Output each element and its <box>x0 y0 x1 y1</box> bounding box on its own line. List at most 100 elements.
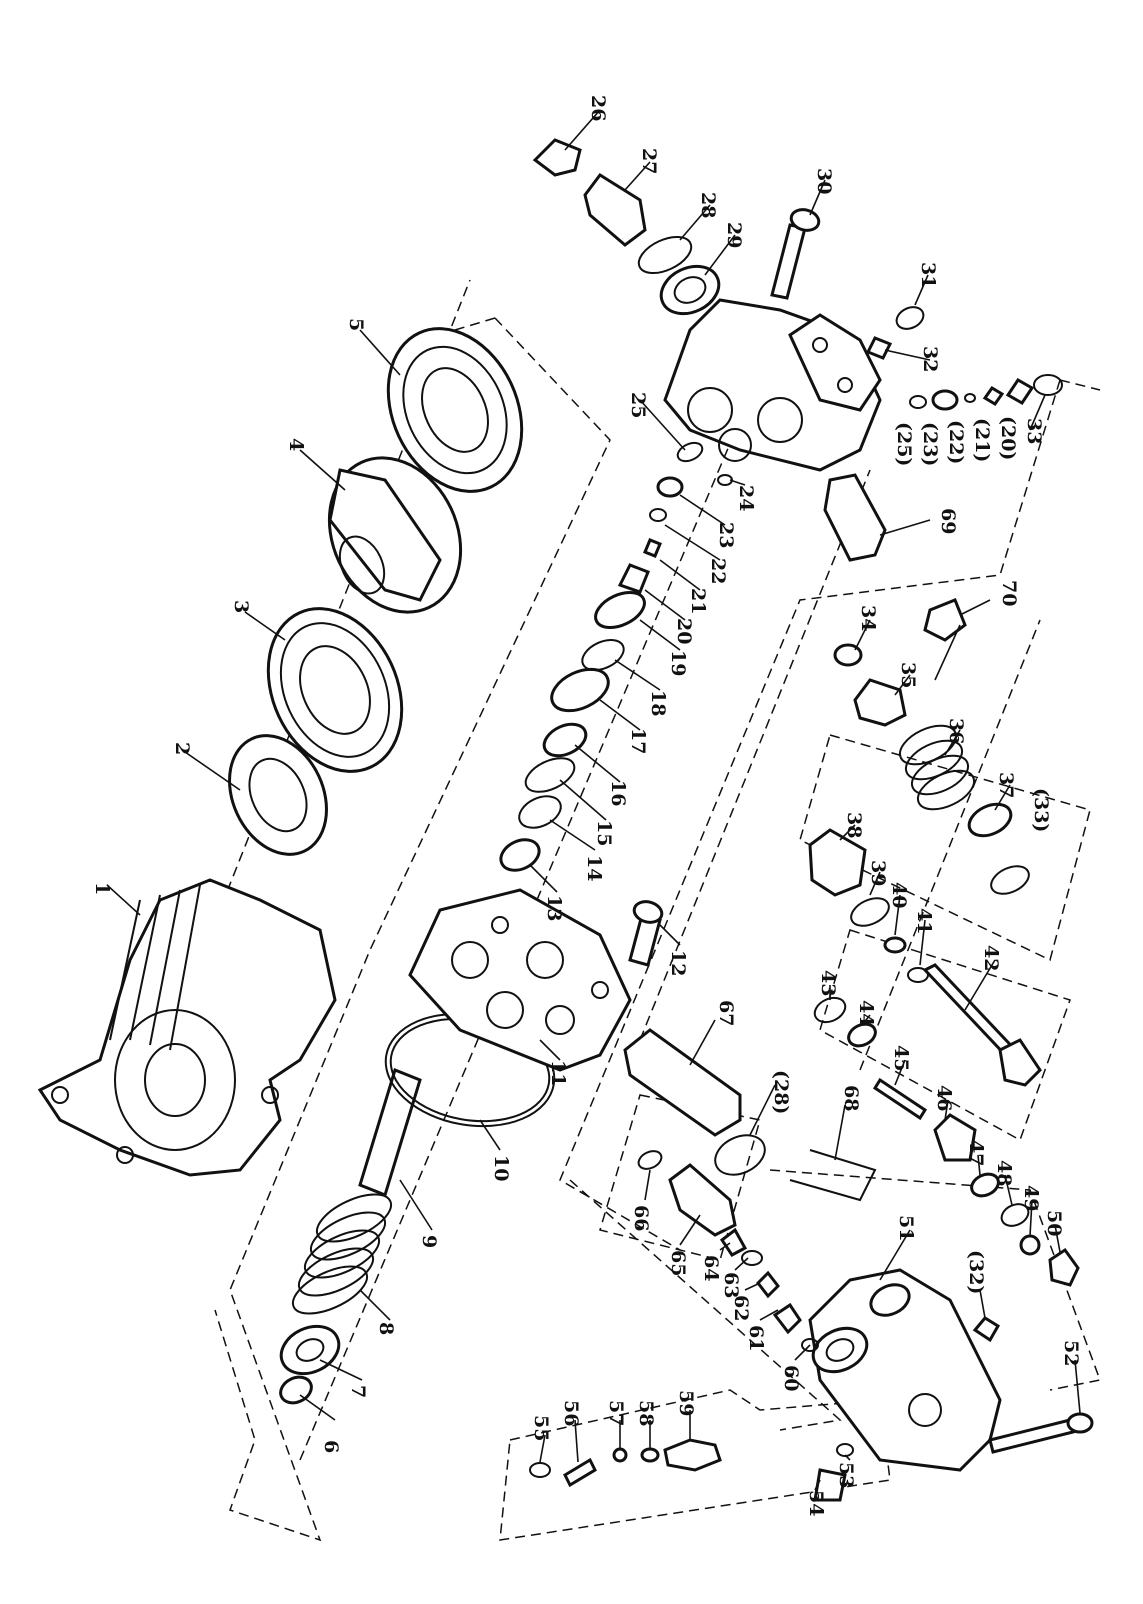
label-25: 25 <box>627 392 649 418</box>
label-54: 54 <box>805 1490 827 1516</box>
label-20-paren: (20) <box>997 416 1019 460</box>
label-6: 6 <box>320 1440 342 1453</box>
retaining-clip <box>789 1149 877 1202</box>
label-63: 63 <box>720 1272 742 1298</box>
bypass-valve-parts <box>813 996 1080 1287</box>
label-69: 69 <box>937 508 959 534</box>
bolt-30 <box>770 208 821 300</box>
label-43: 43 <box>817 970 839 996</box>
label-21: 21 <box>687 588 709 614</box>
label-21-paren: (21) <box>971 418 993 462</box>
label-65: 65 <box>667 1250 689 1276</box>
label-48: 48 <box>993 1160 1015 1186</box>
label-57: 57 <box>605 1400 627 1426</box>
label-20: 20 <box>673 618 695 644</box>
label-30: 30 <box>813 168 835 194</box>
label-35: 35 <box>897 662 919 688</box>
unloader-spring-parts <box>833 643 1030 895</box>
bearing-right <box>386 327 524 493</box>
label-27: 27 <box>638 148 660 174</box>
label-44: 44 <box>855 1000 877 1026</box>
part-labels: 1 2 3 4 5 6 7 8 9 10 11 12 13 14 15 16 1… <box>91 95 1082 1516</box>
label-59: 59 <box>675 1390 697 1416</box>
label-38: 38 <box>843 812 865 838</box>
label-60: 60 <box>780 1365 802 1391</box>
label-17: 17 <box>627 728 649 754</box>
label-47: 47 <box>965 1140 987 1166</box>
outlet-valve-parts <box>865 306 1063 411</box>
label-46: 46 <box>933 1085 955 1111</box>
label-39: 39 <box>867 860 889 886</box>
label-66: 66 <box>630 1205 652 1231</box>
pump-housing <box>37 878 337 1177</box>
label-24: 24 <box>735 485 757 511</box>
piston-spring <box>291 1193 393 1315</box>
wobble-plate <box>327 456 463 614</box>
injector-parts <box>529 1438 854 1502</box>
label-70: 70 <box>998 580 1020 606</box>
label-37: 37 <box>995 772 1017 798</box>
label-42: 42 <box>980 945 1002 971</box>
label-1: 1 <box>91 882 113 895</box>
bolt-52 <box>988 1412 1094 1454</box>
label-9: 9 <box>418 1235 440 1248</box>
label-10: 10 <box>490 1155 512 1181</box>
label-40: 40 <box>888 882 910 908</box>
label-23: 23 <box>715 522 737 548</box>
label-14: 14 <box>583 855 605 881</box>
label-32: 32 <box>919 346 941 372</box>
label-36: 36 <box>945 718 967 744</box>
label-41: 41 <box>913 908 935 934</box>
label-33-paren: (33) <box>1030 788 1052 832</box>
label-2: 2 <box>171 742 193 755</box>
unloader-spring <box>898 724 976 811</box>
label-56: 56 <box>560 1400 582 1426</box>
label-29: 29 <box>723 222 745 248</box>
label-15: 15 <box>593 820 615 846</box>
label-7: 7 <box>347 1385 369 1398</box>
label-12: 12 <box>667 950 689 976</box>
label-34: 34 <box>857 605 879 631</box>
label-28: 28 <box>697 192 719 218</box>
seal-ring <box>228 734 328 856</box>
side-fitting <box>823 473 967 642</box>
label-11: 11 <box>547 1060 569 1086</box>
label-8: 8 <box>375 1322 397 1335</box>
bearing-left <box>266 607 404 773</box>
pump-head-plate <box>408 888 632 1072</box>
label-61: 61 <box>745 1325 767 1351</box>
label-55: 55 <box>530 1415 552 1441</box>
label-68: 68 <box>840 1085 862 1111</box>
label-23-paren: (23) <box>919 422 941 466</box>
label-51: 51 <box>895 1215 917 1241</box>
label-22: 22 <box>707 558 729 584</box>
manifold <box>659 264 882 472</box>
label-16: 16 <box>607 780 629 806</box>
label-5: 5 <box>345 318 367 331</box>
label-67: 67 <box>715 1000 737 1026</box>
label-28-paren: (28) <box>770 1070 792 1114</box>
check-valve-parts <box>637 1150 819 1352</box>
unloader-piston-parts <box>808 828 1042 1087</box>
leader-lines <box>106 109 1081 1491</box>
label-3: 3 <box>230 600 252 613</box>
label-26: 26 <box>587 95 609 121</box>
label-49: 49 <box>1020 1185 1042 1211</box>
unloader-body <box>808 1268 1002 1472</box>
label-25-paren: (25) <box>893 422 915 466</box>
piston-assembly <box>279 1068 422 1405</box>
label-58: 58 <box>635 1400 657 1426</box>
bolt-12 <box>628 900 664 967</box>
label-31: 31 <box>917 262 939 288</box>
label-18: 18 <box>647 690 669 716</box>
label-4: 4 <box>285 438 307 451</box>
label-50: 50 <box>1043 1210 1065 1236</box>
label-52: 52 <box>1060 1340 1082 1366</box>
label-13: 13 <box>543 895 565 921</box>
label-33: 33 <box>1023 418 1045 444</box>
label-45: 45 <box>890 1045 912 1071</box>
seal-stack <box>499 591 646 872</box>
inlet-valve-parts <box>617 441 733 594</box>
